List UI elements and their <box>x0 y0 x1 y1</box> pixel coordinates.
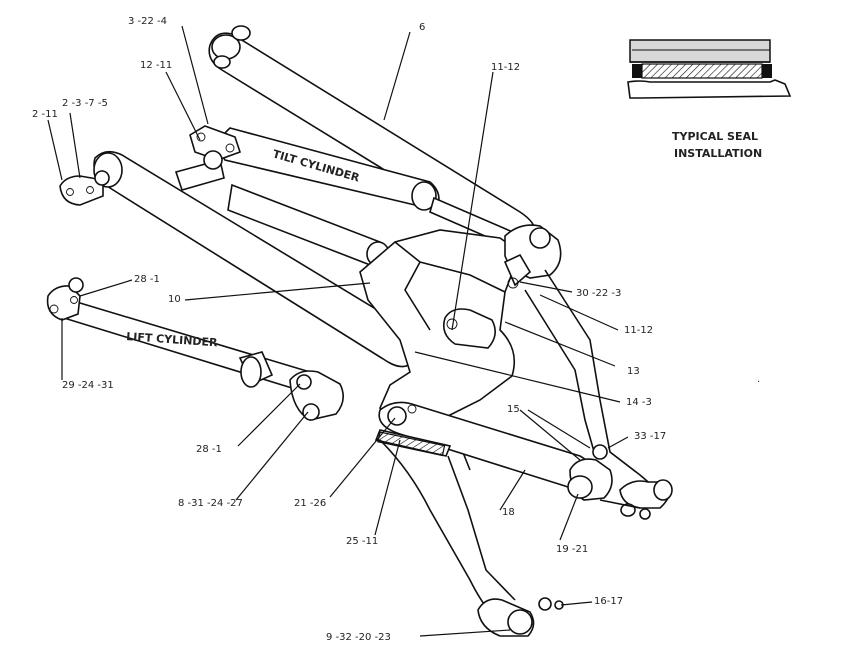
callout-12-11: 12 -11 <box>140 60 172 71</box>
callouts: 3 -22 -4 6 12 -11 2 -11 2 -3 -7 -5 11-12… <box>32 16 666 643</box>
callout-2-11: 2 -11 <box>32 109 58 120</box>
callout-16-17: 16-17 <box>594 596 623 607</box>
callout-28-1-top: 28 -1 <box>134 274 160 285</box>
seal-caption-line1: TYPICAL SEAL <box>672 130 758 143</box>
callout-2-3-7-5: 2 -3 -7 -5 <box>62 98 108 109</box>
leader-lines <box>47 25 629 637</box>
seal-caption-line2: INSTALLATION <box>674 147 762 160</box>
callout-18: 18 <box>502 507 515 518</box>
typical-seal-inset: TYPICAL SEAL INSTALLATION <box>627 39 792 160</box>
callout-14-3: 14 -3 <box>626 397 652 408</box>
lift-cylinder: LIFT CYLINDER <box>46 277 344 421</box>
lift-arm <box>59 150 417 368</box>
callout-8-31-24-27: 8 -31 -24 -27 <box>178 498 243 509</box>
main-frame <box>359 224 661 493</box>
callout-29-24-31: 29 -24 -31 <box>62 380 114 391</box>
callout-13: 13 <box>627 366 640 377</box>
callout-11-12-right: 11-12 <box>624 325 653 336</box>
callout-9-32-20-23: 9 -32 -20 -23 <box>326 632 391 643</box>
callout-33-17: 33 -17 <box>634 431 666 442</box>
stray-dot: . <box>757 374 760 385</box>
callout-25-11: 25 -11 <box>346 536 378 547</box>
callout-6: 6 <box>419 22 425 33</box>
callout-3-22-4: 3 -22 -4 <box>128 16 167 27</box>
lift-cylinder-label: LIFT CYLINDER <box>126 330 219 349</box>
bucket-link <box>374 401 595 637</box>
callout-19-21: 19 -21 <box>556 544 588 555</box>
callout-28-1-bottom: 28 -1 <box>196 444 222 455</box>
tilt-link-arm <box>208 25 537 248</box>
pivot-assembly <box>567 444 673 520</box>
callout-30-22-3: 30 -22 -3 <box>576 288 621 299</box>
callout-21-26: 21 -26 <box>294 498 326 509</box>
callout-10: 10 <box>168 294 181 305</box>
callout-11-12-top: 11-12 <box>491 62 520 73</box>
callout-15: 15 <box>507 404 520 415</box>
